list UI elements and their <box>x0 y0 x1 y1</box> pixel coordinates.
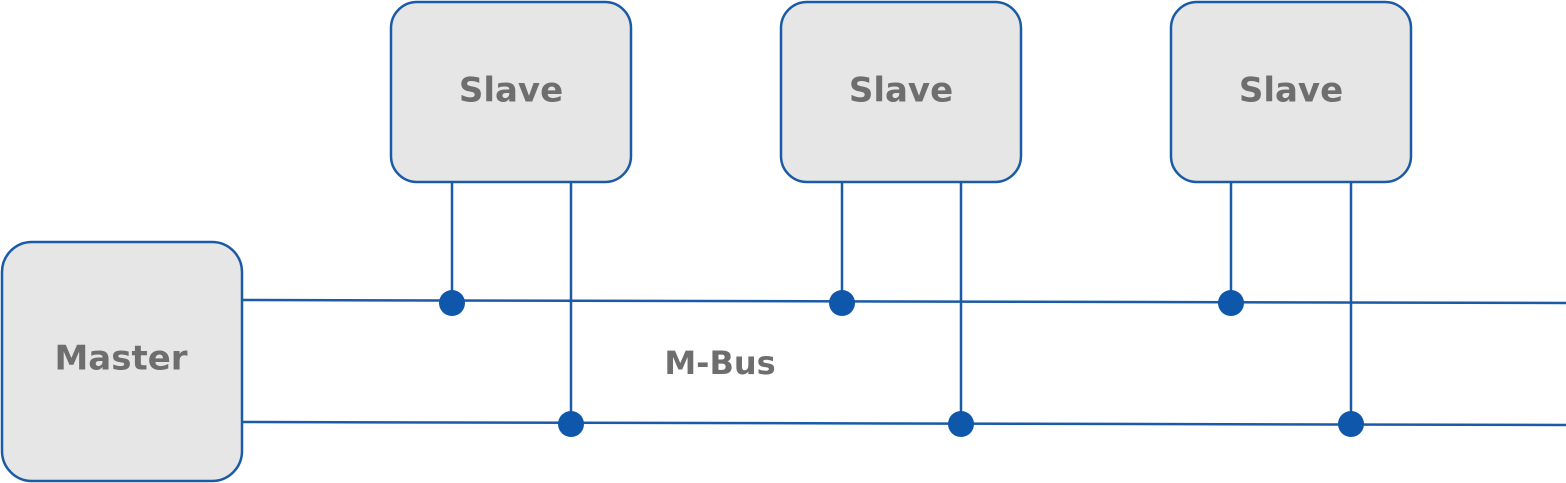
slave-3-box <box>1169 0 1413 184</box>
slave-1-junction-upper <box>439 290 465 316</box>
slave-2-box <box>779 0 1023 184</box>
master-node: Master <box>0 240 244 483</box>
slave-node-2: Slave <box>779 0 1023 437</box>
slave-3-label: Slave <box>1239 71 1343 111</box>
bus-label: M-Bus <box>664 344 775 382</box>
slave-node-3: Slave <box>1169 0 1413 437</box>
slave-1-box <box>389 0 633 184</box>
slave-2-junction-upper <box>829 290 855 316</box>
slave-1-label: Slave <box>459 71 563 111</box>
master-label: Master <box>54 339 187 379</box>
master-box <box>0 240 244 483</box>
slave-node-1: Slave <box>389 0 633 437</box>
bus-line-lower <box>241 420 1566 427</box>
slave-2-label: Slave <box>849 71 953 111</box>
slave-3-junction-upper <box>1218 290 1244 316</box>
slave-3-junction-lower <box>1338 411 1364 437</box>
slave-2-junction-lower <box>948 411 974 437</box>
slave-1-junction-lower <box>558 411 584 437</box>
